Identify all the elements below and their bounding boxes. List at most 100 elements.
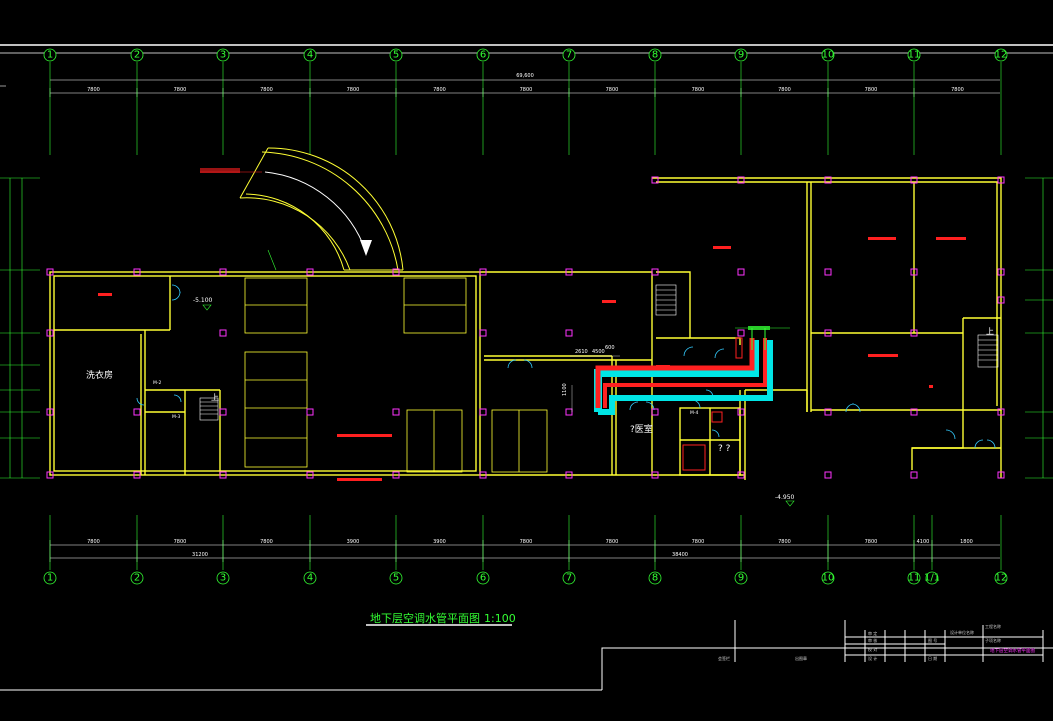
door-tag-m4: M-4	[690, 410, 699, 416]
tb-countersign: 会签栏	[718, 655, 730, 661]
dim-bottom-span-2: 7800	[174, 539, 187, 545]
dim-bottom-span-4: 3900	[347, 539, 360, 545]
column-12	[565, 329, 573, 337]
axis-bubble-top-7	[562, 48, 576, 62]
dim-top-span-8: 7800	[692, 87, 705, 93]
column-21	[46, 471, 54, 479]
dim-top-span-6: 7800	[520, 87, 533, 93]
column-22	[133, 471, 141, 479]
curved-ramp	[239, 147, 404, 271]
column-41	[997, 268, 1005, 276]
axis-bubble-top-1	[43, 48, 57, 62]
axis-bubble-bottom-4	[303, 571, 317, 585]
column-45	[997, 296, 1005, 304]
room-label-laundry: 洗衣房	[86, 369, 113, 381]
column-15	[219, 408, 227, 416]
dim-top-span-1: 7800	[87, 87, 100, 93]
axis-label-bottom-11: 11	[908, 573, 921, 584]
column-48	[997, 408, 1005, 416]
axis-label-bottom-4: 4	[307, 573, 313, 584]
axis-label-top-3: 3	[220, 50, 226, 61]
axis-label-top-1: 1	[47, 50, 53, 61]
tb-design: 设 计	[868, 655, 877, 661]
axis-bubble-bottom-6	[476, 571, 490, 585]
column-31	[910, 471, 918, 479]
axis-bubble-top-9	[734, 48, 748, 62]
dim-top-span-9: 7800	[778, 87, 791, 93]
column-43	[824, 329, 832, 337]
column-18	[479, 408, 487, 416]
dim-bottom-span-3: 7800	[260, 539, 273, 545]
ramp-arrow-path	[264, 171, 367, 253]
doors	[136, 284, 996, 449]
axis-bubble-bottom-1	[43, 571, 57, 585]
column-47	[910, 408, 918, 416]
left-dimension-group	[0, 177, 40, 479]
tb-review: 审 核	[868, 637, 877, 643]
axis-bubble-bottom-8	[648, 571, 662, 585]
columns	[46, 176, 1005, 479]
column-40	[910, 268, 918, 276]
column-11	[479, 329, 487, 337]
axis-label-top-2: 2	[134, 50, 140, 61]
dim-bottom-span-8: 7800	[692, 539, 705, 545]
column-49	[737, 408, 745, 416]
axis-label-top-7: 7	[566, 50, 572, 61]
level-b-mark	[785, 500, 795, 507]
column-37	[997, 176, 1005, 184]
column-23	[219, 471, 227, 479]
axis-bubble-bottom-10	[821, 571, 835, 585]
tb-approve: 审 定	[868, 630, 877, 636]
column-2	[133, 268, 141, 276]
dim-top-span-11: 7800	[951, 87, 964, 93]
dim-bottom-total-right: 38400	[672, 552, 688, 558]
tb-subproject-name: 子项名称	[985, 637, 1001, 643]
pipe-dim-2: 4500	[592, 349, 605, 355]
title-block	[0, 620, 1053, 691]
column-17	[392, 408, 400, 416]
column-27	[565, 471, 573, 479]
pipes	[594, 326, 790, 471]
column-44	[910, 329, 918, 337]
axis-bubble-bottom-12	[925, 571, 939, 585]
dim-bottom-span-11: 4100	[917, 539, 930, 545]
axis-label-bottom-7: 7	[566, 573, 572, 584]
column-39	[824, 268, 832, 276]
column-28	[651, 471, 659, 479]
axis-bubble-top-6	[476, 48, 490, 62]
dim-bottom-span-6: 7800	[520, 539, 533, 545]
pipe-dim-3: 600	[605, 345, 615, 351]
dim-bottom-span-9: 7800	[778, 539, 791, 545]
column-6	[479, 268, 487, 276]
column-20	[651, 408, 659, 416]
ramp-arrow-head	[360, 240, 372, 256]
column-46	[824, 408, 832, 416]
axis-top-lines	[49, 62, 1002, 155]
axis-label-top-4: 4	[307, 50, 313, 61]
dim-top-span-3: 7800	[260, 87, 273, 93]
dim-top-span-4: 7800	[347, 87, 360, 93]
axis-bubble-bottom-3	[216, 571, 230, 585]
column-32	[997, 471, 1005, 479]
column-29	[737, 471, 745, 479]
dim-top-span-2: 7800	[174, 87, 187, 93]
red-labels	[98, 237, 966, 481]
column-35	[824, 176, 832, 184]
column-5	[392, 268, 400, 276]
column-7	[565, 268, 573, 276]
tb-project-name: 工程名称	[985, 623, 1001, 629]
axis-label-bottom-9: 9	[738, 573, 744, 584]
tb-drawing-name: 地下层空调水管平面图	[990, 647, 1035, 654]
axis-bubble-top-2	[130, 48, 144, 62]
axis-label-bottom-6: 6	[480, 573, 486, 584]
column-30	[824, 471, 832, 479]
axis-bubble-bottom-9	[734, 571, 748, 585]
tb-drawing-no: 图 号	[928, 637, 937, 643]
dim-bottom-span-10: 7800	[865, 539, 878, 545]
bottom-dimension-group	[50, 544, 1000, 559]
axis-bubble-top-11	[907, 48, 921, 62]
column-33	[651, 176, 659, 184]
column-36	[910, 176, 918, 184]
